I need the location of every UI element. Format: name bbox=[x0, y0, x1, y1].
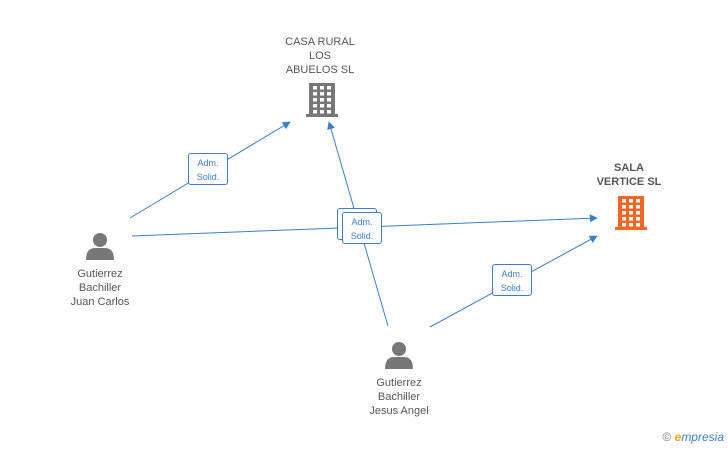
person-icon-jesus[interactable] bbox=[385, 342, 413, 369]
copyright-symbol: © bbox=[662, 430, 672, 444]
company-building-icon-sala[interactable] bbox=[615, 196, 647, 230]
edge-label-juan-casa: Adm. Solid. bbox=[188, 153, 228, 185]
company-building-icon-casa[interactable] bbox=[306, 83, 338, 117]
edge-label-jesus-sala: Adm. Solid. bbox=[492, 264, 532, 296]
empresia-brand: mpresia bbox=[681, 430, 724, 444]
node-label-casa[interactable]: CASA RURAL LOS ABUELOS SL bbox=[285, 36, 355, 76]
node-label-sala[interactable]: SALA VERTICE SL bbox=[596, 162, 662, 188]
person-icon-juan[interactable] bbox=[86, 233, 114, 260]
node-label-jesus[interactable]: Gutierrez Bachiller Jesus Angel bbox=[369, 377, 429, 417]
empresia-logo-icon: e bbox=[674, 430, 682, 444]
empresia-watermark: © empresia bbox=[662, 430, 724, 444]
edge-label-jesus-casa: Adm. Solid. bbox=[342, 212, 382, 244]
node-label-juan[interactable]: Gutierrez Bachiller Juan Carlos bbox=[70, 268, 130, 308]
